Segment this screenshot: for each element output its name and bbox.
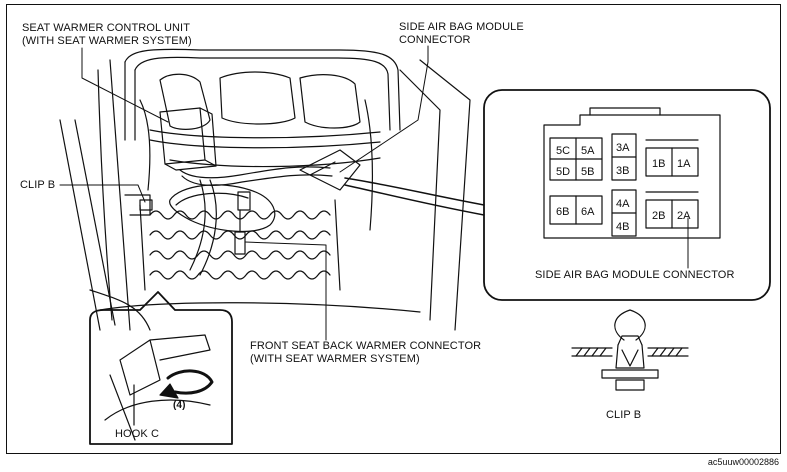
leader-lines	[59, 45, 689, 341]
connector-caption: SIDE AIR BAG MODULE CONNECTOR	[535, 269, 735, 281]
step-number-label: (4)	[173, 400, 186, 411]
side-airbag-connector-sublabel: CONNECTOR	[399, 34, 471, 46]
pin-3a: 3A	[616, 142, 630, 154]
pin-5a: 5A	[581, 145, 595, 157]
connector-pin-labels: 5C 5A 5D 5B 3A 3B 1B 1A 6B 6A 4A 4B 2B 2…	[556, 142, 691, 233]
pin-4b: 4B	[616, 221, 629, 233]
clip-b-detail	[571, 309, 689, 391]
pin-3b: 3B	[616, 165, 629, 177]
pin-1b: 1B	[652, 158, 665, 170]
figure-frame	[6, 4, 781, 454]
seat-back-illustration	[59, 48, 471, 331]
connector-inset	[483, 89, 771, 301]
clip-b-caption: CLIP B	[606, 409, 642, 421]
pin-4a: 4A	[616, 198, 630, 210]
harness-to-inset	[344, 177, 485, 216]
pin-6a: 6A	[581, 206, 595, 218]
hook-c-callout	[89, 291, 233, 445]
pin-5d: 5D	[556, 166, 570, 178]
side-airbag-connector-label: SIDE AIR BAG MODULE	[399, 21, 524, 33]
seat-warmer-unit-label: SEAT WARMER CONTROL UNIT	[22, 22, 191, 34]
pin-6b: 6B	[556, 206, 569, 218]
pin-2a: 2A	[677, 210, 691, 222]
seat-warmer-unit-sublabel: (WITH SEAT WARMER SYSTEM)	[22, 35, 192, 47]
pin-5b: 5B	[581, 166, 594, 178]
pin-5c: 5C	[556, 145, 570, 157]
front-seat-warmer-connector-label: FRONT SEAT BACK WARMER CONNECTOR	[250, 340, 482, 352]
pin-2b: 2B	[652, 210, 665, 222]
hook-c-label: HOOK C	[115, 428, 159, 440]
reference-code: ac5uuw00002886	[707, 457, 779, 467]
front-seat-warmer-connector-sublabel: (WITH SEAT WARMER SYSTEM)	[250, 353, 420, 365]
clip-b-left-label: CLIP B	[20, 179, 56, 191]
pin-1a: 1A	[677, 158, 691, 170]
